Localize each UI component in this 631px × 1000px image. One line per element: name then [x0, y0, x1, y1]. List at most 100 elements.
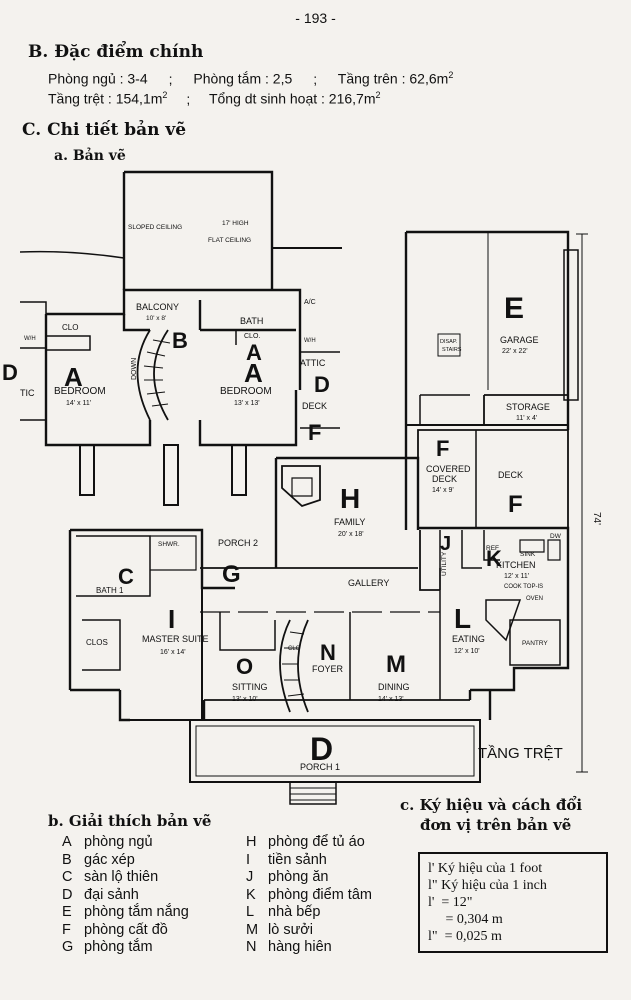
label-shwr: SHWR.: [158, 541, 180, 548]
label-bedroom-2-size: 13' x 13': [234, 400, 260, 407]
spec-bathrooms: Phòng tắm : 2,5: [193, 70, 293, 87]
label-family: FAMILY: [334, 517, 365, 527]
label-garage: GARAGE: [500, 335, 539, 345]
letter-k: K: [486, 546, 502, 571]
label-tang-tret: TẦNG TRỆT: [478, 745, 563, 762]
units-title-2: đơn vị trên bản vẽ: [420, 816, 572, 834]
label-deck-ground: DECK: [498, 470, 523, 480]
label-bedroom-2: BEDROOM: [220, 386, 272, 397]
letter-a-2: A: [244, 358, 263, 388]
label-utility: UTILITY: [441, 551, 448, 576]
letter-l: L: [454, 603, 471, 634]
letter-j: J: [440, 533, 451, 555]
label-ac-upper: A/C: [304, 299, 316, 306]
label-sitting-size: 13' x 10': [232, 696, 258, 703]
letter-h: H: [340, 483, 360, 514]
letter-m: M: [386, 651, 406, 678]
spec-line-2: Tầng trệt : 154,1m2 ; Tổng dt sinh hoạt …: [48, 90, 381, 107]
spec-sep: ;: [186, 90, 191, 107]
label-ref: REF: [486, 545, 499, 552]
label-bedroom-1-size: 14' x 11': [66, 400, 91, 407]
label-eating-size: 12' x 10': [454, 648, 480, 655]
label-eating: EATING: [452, 634, 485, 644]
label-kitchen: KITCHEN: [496, 560, 536, 570]
label-wh-right: W/H: [304, 338, 316, 344]
label-porch-2: PORCH 2: [218, 538, 258, 548]
label-garage-size: 22' x 22': [502, 348, 528, 355]
units-box: l' Ký hiệu của 1 foot l" Ký hiệu của 1 i…: [418, 852, 608, 953]
label-sloped-ceiling: SLOPED CEILING: [128, 224, 182, 231]
letter-e: E: [504, 292, 524, 325]
letter-d-2: D: [314, 372, 330, 397]
letter-n: N: [320, 640, 336, 665]
label-covered-size: 14' x 9': [432, 487, 454, 494]
label-porch-1: PORCH 1: [300, 762, 340, 772]
label-pantry: PANTRY: [522, 640, 548, 647]
label-kitchen-size: 12' x 11': [504, 573, 529, 580]
units-line: l' Ký hiệu của 1 foot: [428, 861, 543, 876]
label-bedroom-1: BEDROOM: [54, 386, 106, 397]
label-dining-size: 14' x 13': [378, 696, 404, 703]
label-upper-clo: CLO: [62, 323, 78, 332]
units-line: = 0,304 m: [428, 912, 503, 927]
section-b-title: B. Đặc điểm chính: [28, 42, 204, 62]
label-balcony: BALCONY: [136, 302, 179, 312]
label-gallery: GALLERY: [348, 578, 389, 588]
label-foyer: FOYER: [312, 664, 344, 674]
spec-sup: 2: [162, 90, 168, 100]
spec-sep: ;: [313, 70, 318, 87]
letter-a-3: A: [246, 340, 262, 365]
letter-a-1: A: [64, 362, 83, 392]
label-upper-bath: BATH: [240, 316, 263, 326]
legend-title: b. Giải thích bản vẽ: [48, 812, 212, 830]
page-number: - 193 -: [295, 10, 336, 26]
label-disap: DISAP.: [440, 339, 458, 345]
label-storage: STORAGE: [506, 402, 550, 412]
label-covered: COVERED: [426, 464, 471, 474]
section-c-sub-a: a. Bản vẽ: [54, 148, 126, 164]
letter-d-3: D: [310, 731, 333, 767]
spec-line-1: Phòng ngủ : 3-4 ; Phòng tắm : 2,5 ; Tầng…: [48, 70, 453, 87]
label-attic: ATTIC: [300, 358, 326, 368]
label-clo-ground: CLO: [288, 646, 301, 652]
label-clos: CLOS: [86, 638, 108, 647]
label-sink: SINK: [520, 551, 536, 558]
label-deck-upper: DECK: [302, 401, 327, 411]
spec-sup: 2: [375, 90, 381, 100]
label-storage-size: 11' x 4': [516, 415, 537, 422]
label-cooktop: COOK TOP-IS: [504, 584, 543, 590]
letter-f-2: F: [436, 436, 449, 461]
label-oven: OVEN: [526, 596, 543, 602]
letter-f-3: F: [508, 491, 523, 518]
label-dw: DW: [550, 533, 562, 540]
letter-o: O: [236, 654, 253, 679]
label-covered-deck: DECK: [432, 474, 457, 484]
spec-total-area: Tổng dt sinh hoạt : 216,7m: [208, 90, 376, 107]
label-bath-1: BATH 1: [96, 586, 124, 595]
label-balcony-size: 10' x 8': [146, 315, 166, 322]
label-wh-left: W/H: [24, 336, 36, 342]
label-flat-ceiling: FLAT CEILING: [208, 237, 251, 244]
section-c-title: C. Chi tiết bản vẽ: [22, 120, 187, 140]
label-17-high: 17' HIGH: [222, 220, 249, 227]
label-sitting: SITTING: [232, 682, 268, 692]
letter-d-1: D: [2, 360, 18, 385]
spec-sup: 2: [448, 70, 454, 80]
label-master-size: 16' x 14': [160, 649, 186, 656]
label-dining: DINING: [378, 682, 410, 692]
